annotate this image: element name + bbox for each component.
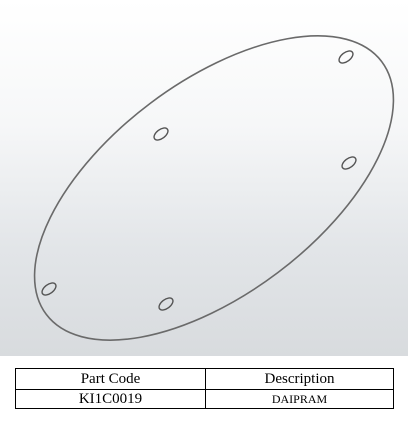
- table-header-row: Part Code Description: [15, 368, 394, 390]
- cell-description: DAIPRAM: [205, 389, 394, 409]
- header-part-code: Part Code: [15, 368, 206, 390]
- part-table: Part Code Description KI1C0019 DAIPRAM: [15, 368, 394, 409]
- mounting-hole: [341, 156, 357, 170]
- plate-outline: [33, 35, 395, 341]
- mounting-hole: [338, 50, 354, 64]
- cad-viewport[interactable]: [0, 0, 408, 356]
- mounting-hole: [41, 282, 57, 296]
- mounting-hole: [153, 127, 169, 141]
- header-description: Description: [205, 368, 394, 390]
- mounting-hole: [158, 297, 174, 311]
- diaphragm-drawing: [33, 35, 395, 341]
- cell-part-code: KI1C0019: [15, 389, 206, 409]
- table-row: KI1C0019 DAIPRAM: [15, 389, 394, 409]
